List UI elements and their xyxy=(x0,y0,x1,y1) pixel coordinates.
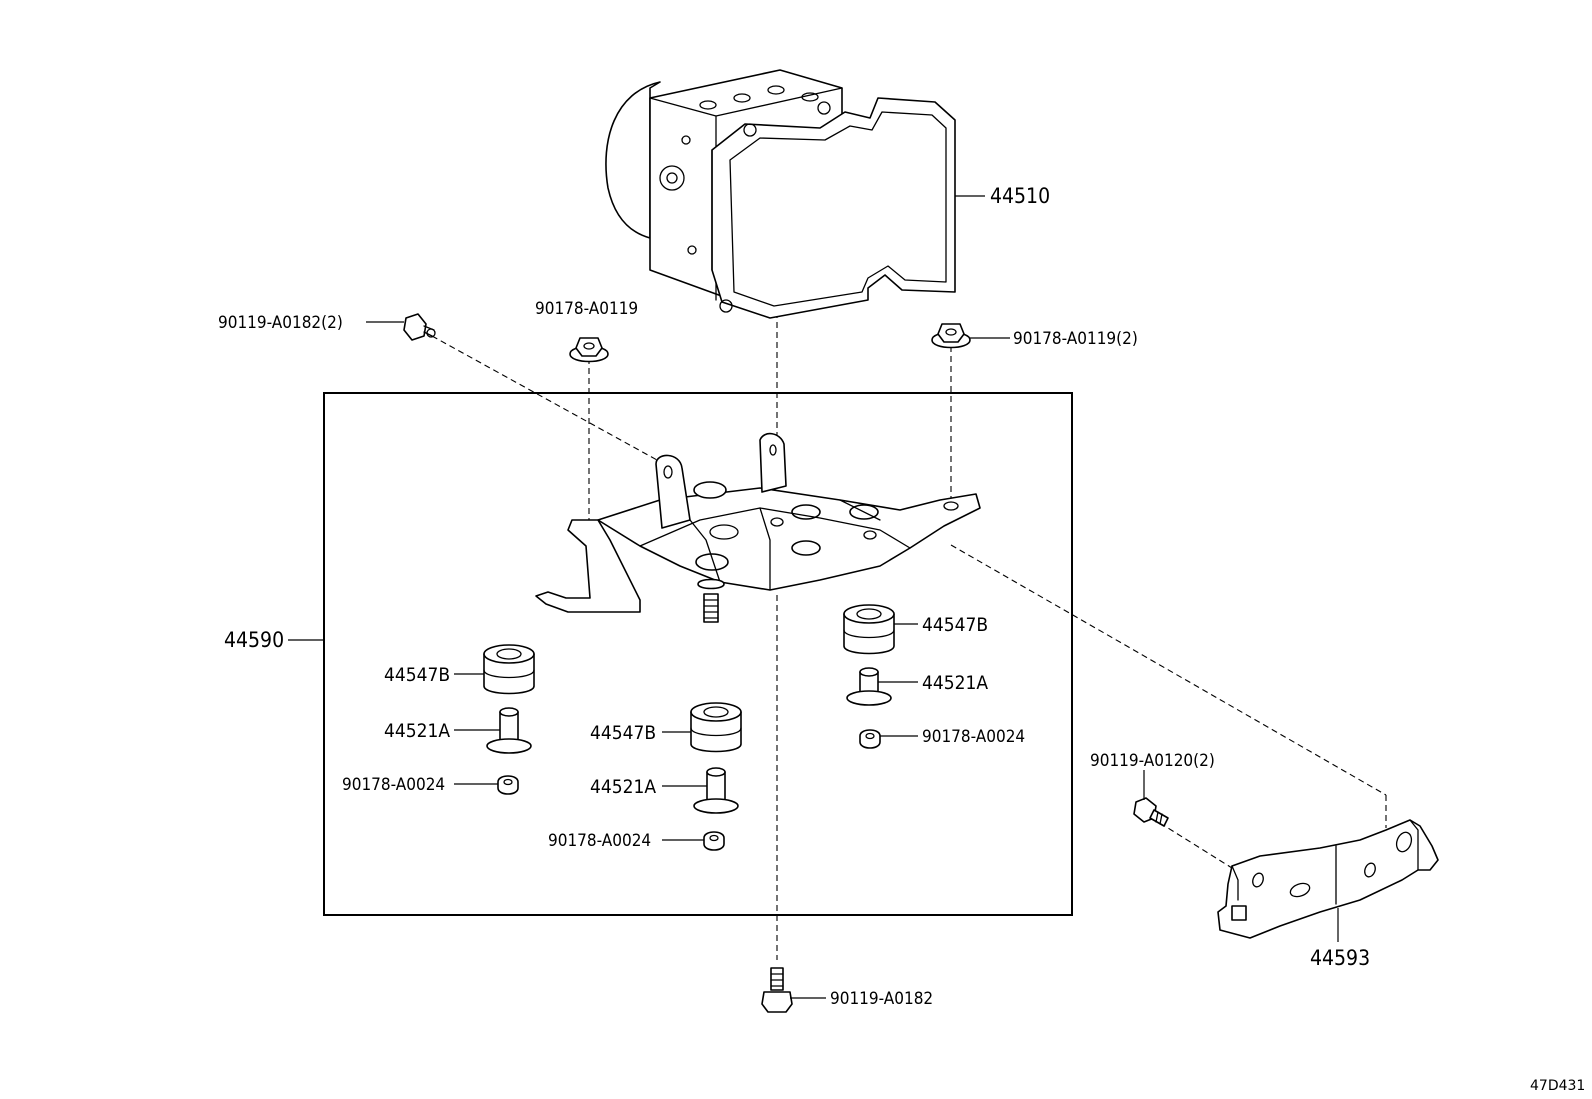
label-cushion-center: 44547B xyxy=(590,722,656,744)
bolt-right xyxy=(1133,797,1169,827)
label-bolt-bottom: 90119-A0182 xyxy=(830,989,933,1009)
diagram-id: 47D431 xyxy=(1530,1078,1585,1094)
bolt-top-left xyxy=(403,313,436,341)
abs-actuator xyxy=(605,69,956,319)
label-nut-left: 90178-A0024 xyxy=(342,775,445,795)
label-nut-top-right: 90178-A0119(2) xyxy=(1013,329,1138,349)
label-bolt-top-left: 90119-A0182(2) xyxy=(218,313,343,333)
label-bolt-right: 90119-A0120(2) xyxy=(1090,751,1215,771)
label-collar-left: 44521A xyxy=(384,720,450,742)
nut-top-center xyxy=(569,337,609,363)
bracket-assembly-frame xyxy=(323,392,1073,916)
cushion-group-left xyxy=(483,644,535,795)
nut-top-right xyxy=(931,323,971,349)
label-bracket-sub: 44593 xyxy=(1310,946,1370,970)
label-actuator: 44510 xyxy=(990,184,1050,208)
label-nut-top-center: 90178-A0119 xyxy=(535,299,638,319)
label-cushion-left: 44547B xyxy=(384,664,450,686)
label-collar-right: 44521A xyxy=(922,672,988,694)
label-nut-right: 90178-A0024 xyxy=(922,727,1025,747)
label-nut-center: 90178-A0024 xyxy=(548,831,651,851)
label-bracket-assy: 44590 xyxy=(224,628,284,652)
assembly-dashed-lines xyxy=(431,312,1387,960)
sub-bracket xyxy=(1217,819,1439,939)
label-collar-center: 44521A xyxy=(590,776,656,798)
main-bracket xyxy=(535,432,981,623)
bolt-bottom xyxy=(761,967,793,1013)
leader-lines xyxy=(288,195,1339,999)
label-cushion-right: 44547B xyxy=(922,614,988,636)
cushion-group-center xyxy=(690,702,742,851)
cushion-group-right xyxy=(843,604,895,749)
